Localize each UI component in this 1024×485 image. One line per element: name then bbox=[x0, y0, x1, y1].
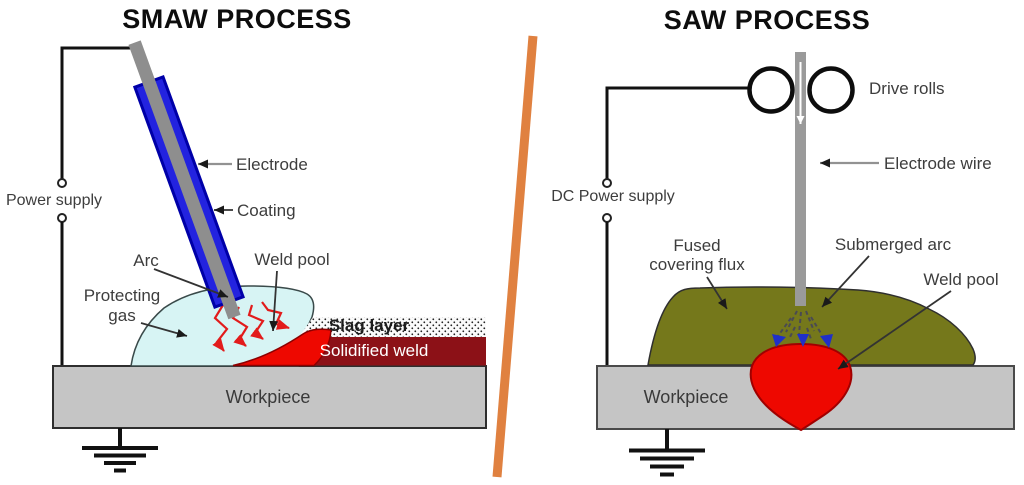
smaw-weld-pool-arrow bbox=[269, 270, 279, 332]
saw-ground-icon bbox=[629, 429, 705, 477]
submerged-arc-arrowheads bbox=[772, 334, 833, 348]
protecting-gas-label-line2: gas bbox=[108, 306, 135, 325]
slag-layer-region bbox=[299, 317, 486, 337]
smaw-title: SMAW PROCESS bbox=[122, 4, 352, 34]
saw-weld-pool-shape bbox=[749, 342, 853, 432]
submerged-arc-sparks bbox=[777, 310, 823, 340]
saw-title: SAW PROCESS bbox=[664, 5, 871, 35]
protecting-gas-arrow bbox=[140, 322, 188, 338]
smaw-circuit-wire-top bbox=[60, 46, 136, 179]
smaw-diagram: SMAW PROCESS Power supply bbox=[6, 4, 487, 473]
saw-circuit-wire-top bbox=[605, 86, 750, 179]
coating-label: Coating bbox=[237, 201, 296, 220]
fused-flux-label-line2: covering flux bbox=[649, 255, 745, 274]
drive-roll-left bbox=[747, 66, 795, 114]
submerged-arc-arrow bbox=[821, 255, 870, 308]
divider-line bbox=[492, 35, 538, 478]
solidified-weld-label: Solidified weld bbox=[320, 341, 429, 360]
fused-flux-label-line1: Fused bbox=[673, 236, 720, 255]
arc-arrow bbox=[153, 268, 229, 298]
smaw-electrode bbox=[128, 40, 245, 320]
saw-workpiece-label: Workpiece bbox=[644, 387, 729, 407]
power-supply-label: Power supply bbox=[6, 192, 102, 209]
smaw-ground-icon bbox=[82, 428, 158, 473]
smaw-workpiece bbox=[52, 365, 487, 429]
fused-flux-arrow bbox=[706, 276, 728, 310]
smaw-terminal-bottom bbox=[57, 213, 67, 223]
submerged-arc-label: Submerged arc bbox=[835, 235, 952, 254]
saw-weld-pool-label: Weld pool bbox=[923, 270, 998, 289]
slag-layer-label: Slag layer bbox=[329, 316, 410, 335]
smaw-weld-pool-label: Weld pool bbox=[254, 250, 329, 269]
electrode-core-shape bbox=[128, 40, 241, 320]
saw-diagram: SAW PROCESS DC Power supply bbox=[551, 5, 1015, 477]
smaw-workpiece-label: Workpiece bbox=[226, 387, 311, 407]
drive-roll-right bbox=[807, 66, 855, 114]
drive-rolls-label: Drive rolls bbox=[869, 79, 945, 98]
saw-terminal-top bbox=[602, 178, 612, 188]
electrode-wire-shape bbox=[795, 52, 806, 306]
smaw-weld-pool-shape bbox=[232, 328, 332, 367]
smaw-terminal-top bbox=[57, 178, 67, 188]
protecting-gas-label-line1: Protecting bbox=[84, 286, 161, 305]
electrode-wire-label: Electrode wire bbox=[884, 154, 992, 173]
electrode-label: Electrode bbox=[236, 155, 308, 174]
saw-terminal-bottom bbox=[602, 213, 612, 223]
saw-weld-pool-arrow bbox=[837, 290, 952, 370]
dc-power-supply-label: DC Power supply bbox=[551, 188, 675, 205]
solidified-weld-region bbox=[309, 337, 486, 366]
arc-label: Arc bbox=[133, 251, 159, 270]
